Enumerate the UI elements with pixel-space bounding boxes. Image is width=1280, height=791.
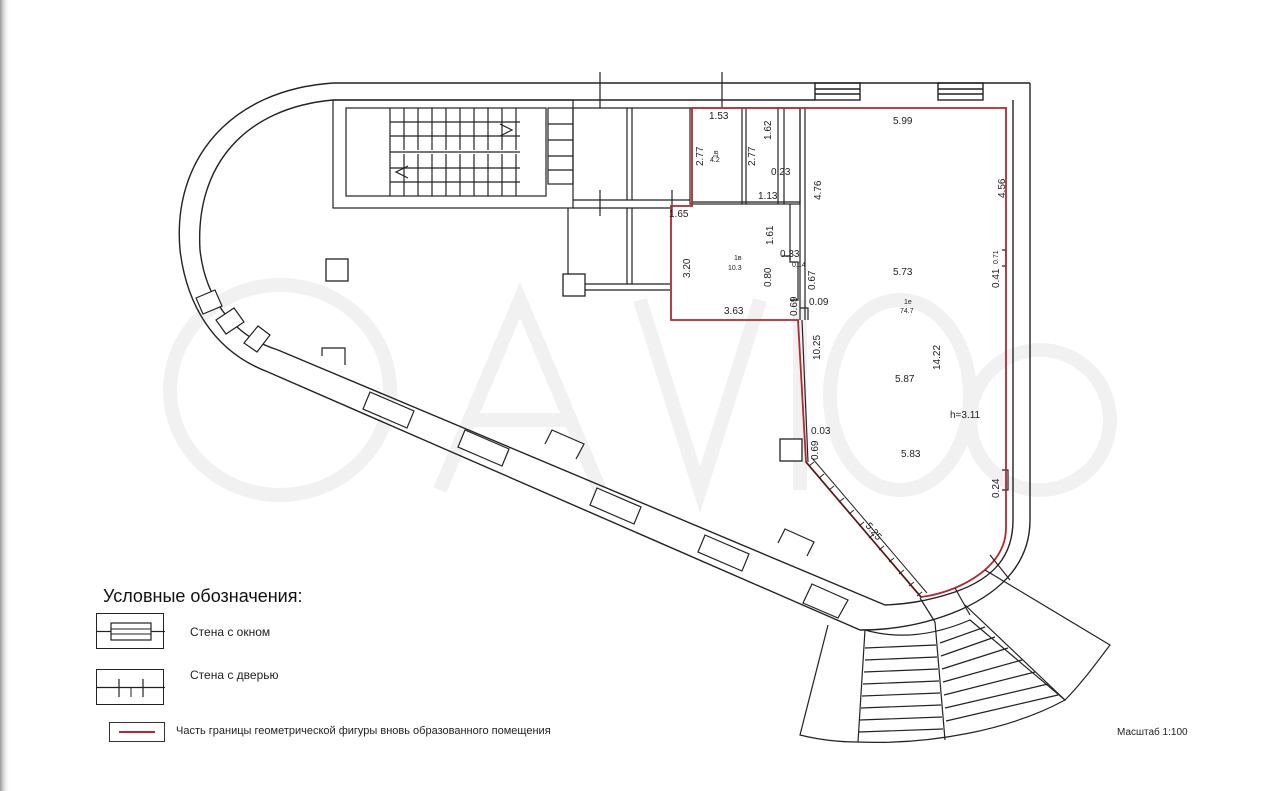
legend-title: Условные обозначения: <box>103 586 303 606</box>
diagonal-windows <box>362 391 849 619</box>
room-3-number: 1е <box>904 299 912 306</box>
dim-1-53: 1.53 <box>709 111 729 122</box>
dim-0-23: 0.23 <box>771 167 791 178</box>
dim-10-25: 10.25 <box>812 335 823 360</box>
legend-red-line-label: Часть границы геометрической фигуры внов… <box>176 725 551 737</box>
page-edge <box>0 0 9 791</box>
dim-0-03: 0.03 <box>811 426 831 437</box>
dim-4-76: 4.76 <box>813 180 824 200</box>
dim-0-09: 0.09 <box>809 297 829 308</box>
room-2-area: 10.3 <box>728 265 742 272</box>
legend-door-label: Стена с дверью <box>190 668 279 682</box>
dim-0-41: 0.41 <box>991 268 1002 288</box>
dim-2-77-a: 2.77 <box>695 146 706 166</box>
scale-label: Масштаб 1:100 <box>1117 727 1188 738</box>
dim-14-22: 14.22 <box>932 345 943 370</box>
south-stairs <box>799 554 1111 743</box>
room-1-area: 4.2 <box>710 157 720 164</box>
dim-4-56: 4.56 <box>997 178 1008 198</box>
dim-0-24: 0.24 <box>991 478 1002 498</box>
west-windows <box>195 289 271 353</box>
room-labels: 1в 4.2 1в 10.3 1е 74.7 <box>710 150 914 315</box>
room-2-number: 1в <box>734 255 742 262</box>
hatched-wall <box>801 319 928 598</box>
dim-3-63: 3.63 <box>724 306 744 317</box>
dim-height: h=3.11 <box>950 410 981 421</box>
dim-5-87: 5.87 <box>895 374 915 385</box>
dim-0-33: 0.33 <box>780 249 800 260</box>
columns <box>325 258 803 462</box>
dim-0-14: 0.14 <box>792 262 806 269</box>
dim-1-13: 1.13 <box>758 191 778 202</box>
legend-red-line-symbol <box>109 722 165 742</box>
legend-window-symbol <box>96 613 165 649</box>
dim-5-83: 5.83 <box>901 449 921 460</box>
dim-3-20: 3.20 <box>682 258 693 278</box>
dim-0-69-a: 0.69 <box>789 296 800 316</box>
dim-1-65: 1.65 <box>669 209 689 220</box>
wall-niches <box>321 347 815 557</box>
service-walls <box>567 72 723 291</box>
dim-0-69-b: 0.69 <box>810 440 821 460</box>
door-wall-icon <box>97 679 165 697</box>
legend-door-symbol <box>96 669 165 705</box>
outer-walls <box>178 82 1031 631</box>
dim-5-73: 5.73 <box>893 267 913 278</box>
room-walls <box>689 107 1009 491</box>
dimension-labels: 1.53 1.62 5.99 2.77 2.77 0.23 4.76 4.56 … <box>669 111 1008 543</box>
room-3-area: 74.7 <box>900 308 914 315</box>
legend-window-label: Стена с окном <box>190 625 271 639</box>
staircase <box>332 99 574 209</box>
dim-5-99: 5.99 <box>893 116 913 127</box>
room-1-number: 1в <box>713 150 720 158</box>
dim-0-67: 0.67 <box>807 270 818 290</box>
dim-1-61: 1.61 <box>765 225 776 245</box>
dim-0-71: 0.71 <box>993 250 1000 264</box>
dim-1-62: 1.62 <box>763 120 774 140</box>
dim-2-77-b: 2.77 <box>747 146 758 166</box>
window-wall-icon <box>97 622 165 641</box>
dim-0-80: 0.80 <box>763 267 774 287</box>
